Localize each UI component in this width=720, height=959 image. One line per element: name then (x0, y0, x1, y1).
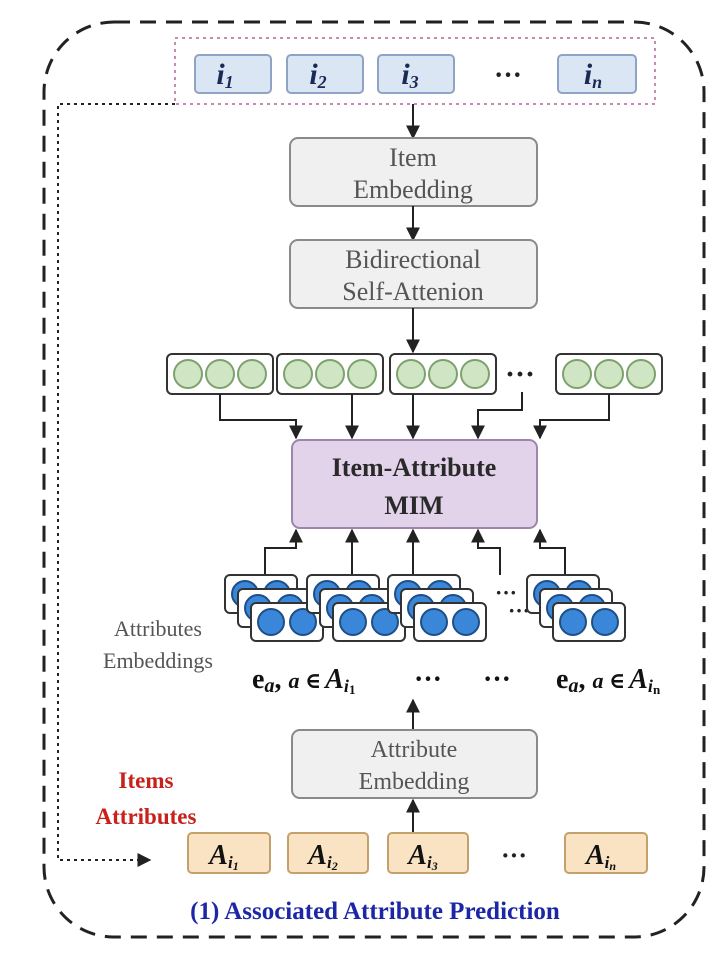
attr-label-3: Ai3 (406, 840, 437, 873)
attr-stack-ellipsis-2: ··· (508, 598, 530, 623)
attr-stack-1 (224, 574, 324, 642)
item-label-1: i1 (216, 58, 233, 92)
attr-stack-3 (387, 574, 487, 642)
attr-label-n: Ain (584, 840, 616, 873)
item-box-3: i3 (377, 54, 455, 94)
item-box-2: i2 (286, 54, 364, 94)
item-embedding-block: Item Embedding (289, 137, 538, 207)
items-to-attributes-dotted-connector (57, 103, 175, 867)
hidden-vectors: ··· (166, 353, 663, 395)
items-ellipsis: ··· (494, 60, 522, 91)
attributes-embeddings-label-line1: Attributes (114, 616, 202, 641)
attr-box-3: Ai3 (387, 832, 469, 874)
mim-block: Item-Attribute MIM (291, 439, 538, 529)
items-attributes-label-line1: Items (119, 768, 174, 793)
attr-stack-n (526, 574, 626, 642)
attr-box-1: Ai1 (187, 832, 271, 874)
attr-stack-2 (306, 574, 406, 642)
attr-stack-ellipsis: ··· (495, 580, 517, 605)
hidden-vector-1 (166, 353, 274, 395)
arrows-attrs-to-mim (264, 528, 566, 575)
arrows-hidden-to-mim (219, 392, 610, 440)
attribute-sequence: Ai1 Ai2 Ai3 ··· Ain (187, 832, 648, 874)
attribute-set-labels: ea, a ∈Ai1 ··· ··· ea, a ∈Ain (252, 664, 661, 697)
attr-label-1: Ai1 (207, 840, 238, 873)
attribute-embedding-block: Attribute Embedding (291, 729, 538, 799)
set-labels-ellipsis-1: ··· (414, 664, 442, 695)
set-label-left: ea, a ∈Ai1 (252, 664, 355, 697)
item-embedding-line2: Embedding (353, 175, 473, 204)
items-attributes-label-line2: Attributes (96, 804, 197, 829)
hidden-vector-n (555, 353, 663, 395)
hidden-vector-3 (389, 353, 497, 395)
set-label-right: ea, a ∈Ain (556, 664, 661, 697)
hidden-ellipsis: ··· (505, 358, 535, 391)
items-dotted-frame (174, 37, 656, 105)
mim-line1: Item-Attribute (332, 453, 497, 482)
attr-box-n: Ain (564, 832, 648, 874)
self-attention-line2: Self-Attenion (342, 277, 484, 306)
attrs-ellipsis: ··· (501, 841, 527, 870)
item-sequence: i1 i2 i3 ··· in (194, 54, 637, 94)
set-labels-ellipsis-2: ··· (483, 664, 511, 695)
item-box-n: in (557, 54, 637, 94)
hidden-vector-2 (276, 353, 384, 395)
outer-dashed-frame (42, 20, 706, 939)
self-attention-block: Bidirectional Self-Attenion (289, 239, 538, 309)
attribute-embedding-stacks: ··· ··· (224, 574, 626, 642)
self-attention-line1: Bidirectional (345, 245, 481, 274)
attr-label-2: Ai2 (306, 840, 337, 873)
caption: (1) Associated Attribute Prediction (190, 898, 560, 925)
item-box-1: i1 (194, 54, 272, 94)
mim-line2: MIM (384, 491, 443, 520)
attribute-embedding-line2: Embedding (359, 769, 470, 795)
item-embedding-line1: Item (389, 143, 437, 172)
attr-box-2: Ai2 (287, 832, 369, 874)
attributes-embeddings-label-line2: Embeddings (103, 648, 213, 673)
item-label-2: i2 (309, 58, 326, 92)
item-label-3: i3 (401, 58, 418, 92)
item-label-n: in (584, 58, 602, 92)
attribute-embedding-line1: Attribute (371, 737, 458, 763)
